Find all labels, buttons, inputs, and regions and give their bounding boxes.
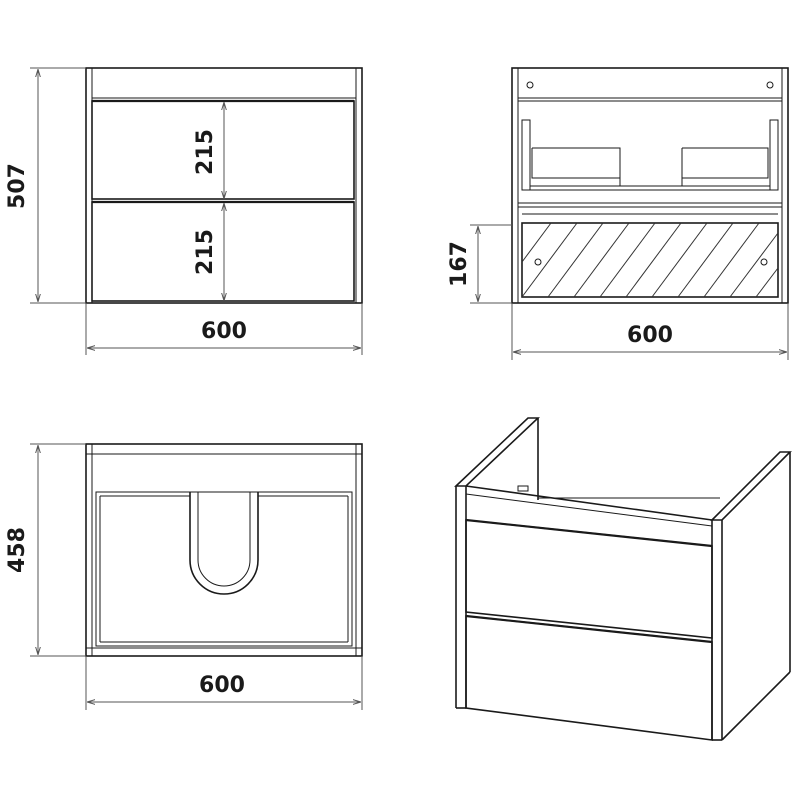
section-view-drawer-hatched	[521, 222, 779, 298]
section-dimension-width-label: 600	[627, 323, 673, 348]
front-view-carcass	[85, 67, 363, 304]
dimension-drawer-height-label: 167	[447, 241, 472, 287]
dimension-depth-label: 458	[5, 527, 30, 573]
front-view-drawer-top	[91, 100, 355, 200]
front-view-drawer-bottom	[91, 201, 355, 302]
section-view: 167 600	[447, 67, 789, 360]
siphon-cutout	[189, 492, 259, 595]
front-view: 507 215 215 600	[5, 67, 363, 355]
dimension-height-label: 507	[5, 163, 30, 209]
dimension-width-label: 600	[201, 319, 247, 344]
top-dimension-width-label: 600	[199, 673, 245, 698]
section-view-carcass	[511, 67, 789, 304]
top-view: 458 600	[5, 443, 363, 710]
dimension-drawer-top-label: 215	[193, 129, 218, 175]
isometric-view	[453, 417, 792, 741]
top-view-carcass	[85, 443, 363, 657]
dimension-drawer-bottom-label: 215	[193, 229, 218, 275]
